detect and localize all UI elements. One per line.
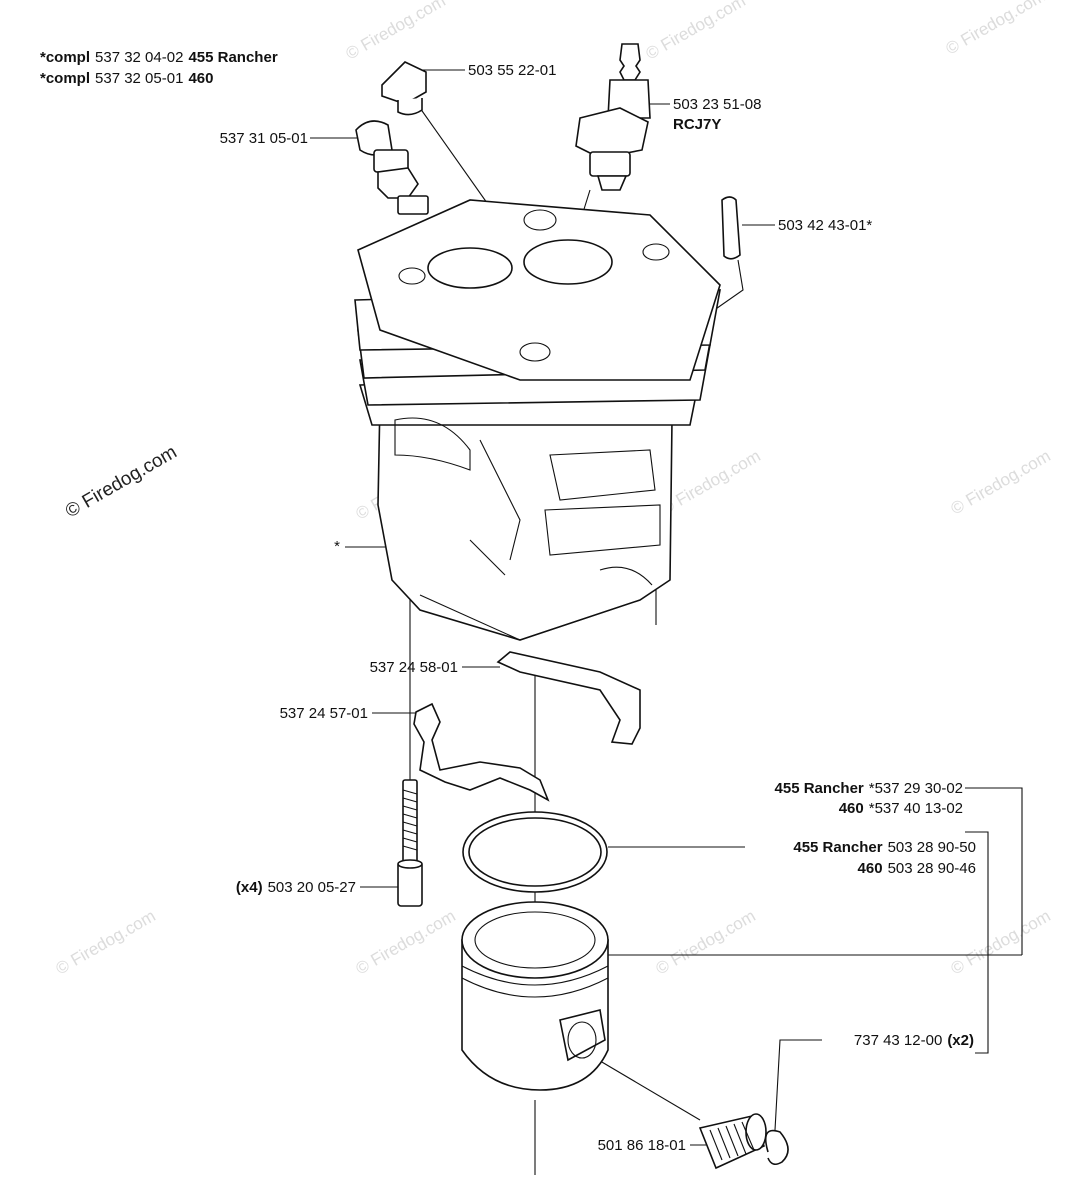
nipple-part <box>721 196 741 260</box>
label-bearing: 501 86 18-01 <box>598 1137 686 1154</box>
top-gasket-part <box>496 651 641 745</box>
circlip-number: 737 43 12-00 <box>854 1032 942 1049</box>
plug-bolt-part <box>381 61 427 116</box>
compl-number: 537 32 04-02 <box>95 49 183 66</box>
watermark: © Firedog.com <box>53 906 159 978</box>
label-circlip: 737 43 12-00 (x2) <box>854 1032 974 1049</box>
ring-number-460: 503 28 90-46 <box>888 860 976 877</box>
piston-part <box>461 901 609 1091</box>
label-ring-460: 460 503 28 90-46 <box>858 860 976 877</box>
circlip-part <box>764 1129 789 1166</box>
piston-ring-part <box>462 811 608 893</box>
watermark: © Firedog.com <box>948 446 1054 518</box>
ring-number-455: 503 28 90-50 <box>888 839 976 856</box>
decompression-valve-part <box>355 120 429 215</box>
header-line-1: *compl 537 32 04-02 455 Rancher <box>40 49 278 66</box>
label-screw: (x4) 503 20 05-27 <box>236 879 356 896</box>
watermark: © Firedog.com <box>343 0 449 63</box>
label-star: * <box>334 538 340 555</box>
label-gasket-bottom: 537 24 57-01 <box>280 705 368 722</box>
label-spark-plug-code: RCJ7Y <box>673 116 721 133</box>
copyright-watermark: © Firedog.com <box>62 442 181 523</box>
watermark: © Firedog.com <box>353 906 459 978</box>
watermark: © Firedog.com <box>658 446 764 518</box>
watermark: © Firedog.com <box>943 0 1049 58</box>
model-460: 460 <box>858 860 883 877</box>
compl-model: 455 Rancher <box>188 49 277 66</box>
label-nipple: 503 42 43-01* <box>778 217 872 234</box>
circlip-qty: (x2) <box>947 1032 974 1049</box>
screw-qty: (x4) <box>236 879 263 896</box>
compl-prefix: *compl <box>40 70 90 87</box>
screw-part <box>397 779 423 907</box>
screw-number: 503 20 05-27 <box>268 879 356 896</box>
watermark: © Firedog.com <box>948 906 1054 978</box>
header-line-2: *compl 537 32 05-01 460 <box>40 70 213 87</box>
model-455: 455 Rancher <box>775 780 864 797</box>
kit-number-455: *537 29 30-02 <box>869 780 963 797</box>
label-decomp-valve: 537 31 05-01 <box>220 130 308 147</box>
callout-labels: 503 55 22-01 503 23 51-08 RCJ7Y 537 31 0… <box>220 62 976 1154</box>
label-plug-bolt: 503 55 22-01 <box>468 62 556 79</box>
compl-model: 460 <box>188 70 213 87</box>
spark-plug-part <box>575 43 651 191</box>
watermark: © Firedog.com <box>653 906 759 978</box>
label-piston-kit-460: 460 *537 40 13-02 <box>839 800 963 817</box>
label-ring-455: 455 Rancher 503 28 90-50 <box>793 839 976 856</box>
bottom-gasket-part <box>413 702 550 802</box>
header: *compl 537 32 04-02 455 Rancher *compl 537 … <box>40 49 278 87</box>
compl-number: 537 32 05-01 <box>95 70 183 87</box>
label-piston-kit-455: 455 Rancher *537 29 30-02 <box>775 780 963 797</box>
cylinder-part <box>354 199 721 641</box>
kit-number-460: *537 40 13-02 <box>869 800 963 817</box>
model-455: 455 Rancher <box>793 839 882 856</box>
compl-prefix: *compl <box>40 49 90 66</box>
watermark: © Firedog.com <box>643 0 749 63</box>
needle-bearing-part <box>698 1113 767 1170</box>
label-gasket-top: 537 24 58-01 <box>370 659 458 676</box>
model-460: 460 <box>839 800 864 817</box>
label-spark-plug: 503 23 51-08 <box>673 96 761 113</box>
